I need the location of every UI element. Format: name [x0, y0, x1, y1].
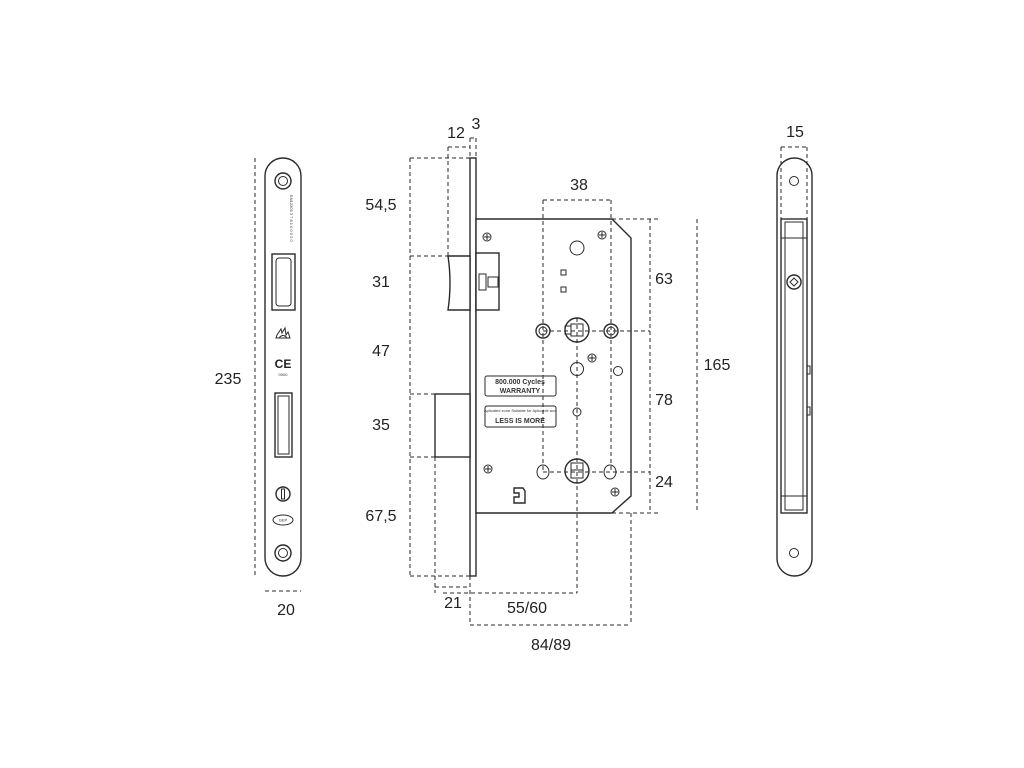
warranty-label-line1: 800.000 Cycles: [495, 379, 545, 386]
info-label: [484, 405, 557, 428]
dim-54-5-label: 54,5: [365, 197, 396, 214]
front-plate-view: EN12209 3 7 8 1 0 0 0 2 0 CE 0000 GEP 23…: [215, 157, 302, 619]
side-tab-1: [806, 365, 811, 375]
side-body-inner: [784, 221, 804, 511]
dim-21-label: 21: [444, 595, 462, 612]
warranty-label: [484, 375, 557, 397]
deadbolt: [434, 393, 471, 458]
front-plate-logo-text: GEP: [279, 518, 288, 523]
side-plate-bottom-hole: [789, 548, 799, 558]
dim-55-60-label: 55/60: [507, 600, 547, 617]
dim-165-label: 165: [704, 357, 731, 374]
lock-body-view: 800.000 Cycles WARRANTY Aplicated zone S…: [365, 116, 730, 654]
latch-spring: [478, 273, 487, 291]
dim-67-5-label: 67,5: [365, 508, 396, 525]
case-small-square-2: [560, 286, 567, 293]
fixing-hole-lower-left: [536, 464, 550, 480]
info-label-top: Aplicated zone Suitable for Aplicable ac…: [484, 408, 556, 413]
forend-plate: [469, 157, 477, 577]
side-view: 15: [776, 124, 813, 577]
front-plate-follower-slot: [281, 488, 285, 500]
ce-mark-number: 0000: [279, 372, 289, 377]
case-screw-top-right: [597, 230, 607, 240]
case-screw-bottom-left: [483, 464, 493, 474]
dim-84-89-label: 84/89: [531, 637, 571, 654]
case-screw-bottom-right: [610, 487, 620, 497]
front-plate-top-screw-hole-inner: [278, 176, 288, 186]
dim-38-label: 38: [570, 177, 588, 194]
front-plate-certification-text: EN12209 3 7 8 1 0 0 0 2 0: [289, 195, 294, 242]
front-plate-outline: [264, 157, 302, 577]
dim-24-label: 24: [655, 474, 673, 491]
latch-tail: [487, 276, 499, 288]
dim-47-label: 47: [372, 343, 390, 360]
case-screw-middle: [587, 353, 597, 363]
front-plate-bottom-screw-hole: [274, 544, 292, 562]
front-plate-deadbolt: [277, 395, 290, 455]
info-label-bottom: LESS IS MORE: [495, 418, 545, 425]
front-plate-width-label: 20: [277, 602, 295, 619]
front-plate-top-screw-hole: [274, 172, 292, 190]
fire-rating-icon: [275, 326, 291, 339]
front-plate-latch-bolt: [275, 257, 292, 307]
side-tab-2: [806, 406, 811, 416]
latch-bolt: [447, 255, 471, 311]
case-hole-top: [569, 240, 585, 256]
side-plate-top-hole: [789, 176, 799, 186]
dim-3-label: 3: [472, 116, 481, 133]
dim-31-label: 31: [372, 274, 390, 291]
side-spindle-hole: [786, 274, 802, 290]
front-plate-follower-icon: [275, 486, 291, 502]
dim-12-label: 12: [447, 125, 465, 142]
case-screw-top-left: [482, 232, 492, 242]
front-plate-latch-opening: [271, 253, 296, 311]
dim-63-label: 63: [655, 271, 673, 288]
case-hook-detail: [513, 487, 526, 504]
case-hole-right: [613, 366, 623, 376]
dim-35-label: 35: [372, 417, 390, 434]
front-plate-deadbolt-opening: [274, 392, 293, 458]
dim-78-label: 78: [655, 392, 673, 409]
front-plate-bottom-screw-hole-inner: [278, 548, 288, 558]
front-plate-logo: [272, 514, 294, 526]
front-plate-height-label: 235: [215, 371, 242, 388]
side-width-label: 15: [786, 124, 804, 141]
ce-mark: CE: [275, 357, 292, 371]
case-small-square-1: [560, 269, 567, 276]
warranty-label-line2: WARRANTY: [500, 388, 541, 395]
